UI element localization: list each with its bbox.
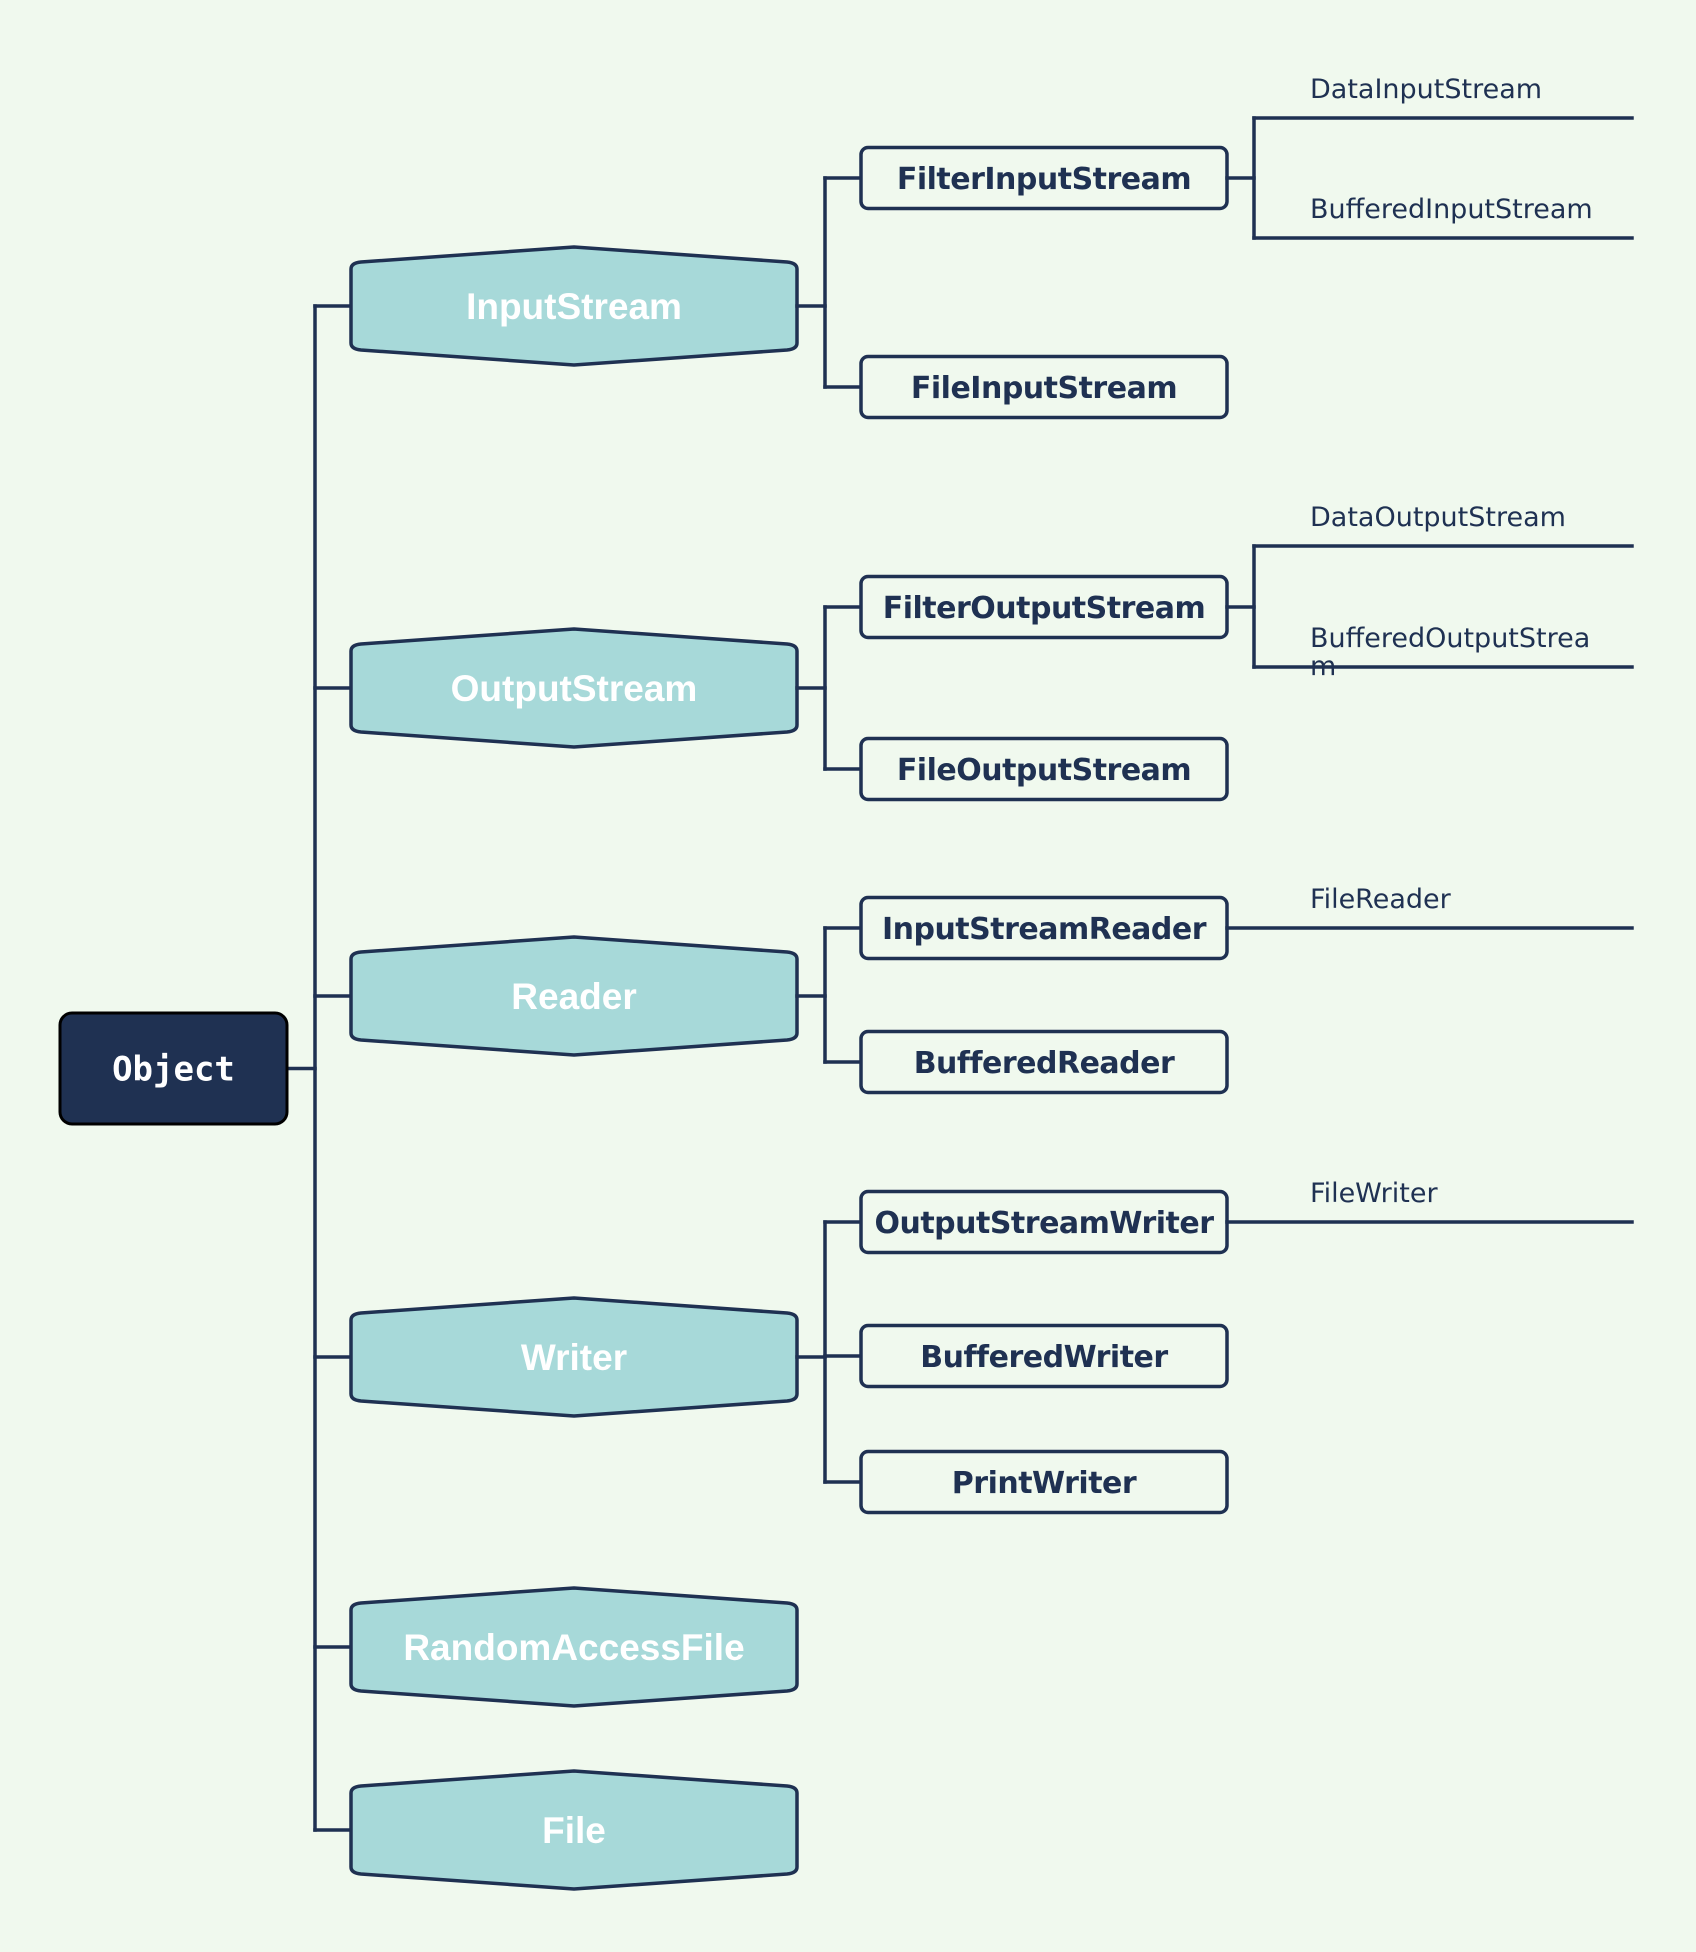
category-label-outputstream: OutputStream [451, 668, 698, 709]
class-node-label: BufferedReader [914, 1046, 1175, 1081]
leaf-label-line: FileWriter [1310, 1178, 1438, 1209]
leaf-label-line: DataOutputStream [1310, 502, 1566, 533]
class-node[interactable] [859, 1323, 1229, 1389]
class-node-label: FileOutputStream [897, 753, 1191, 788]
leaf-label: BufferedInputStream [1310, 194, 1593, 225]
class-node-label: FileInputStream [911, 371, 1177, 406]
class-node-label: InputStreamReader [882, 912, 1207, 947]
leaf-label: DataInputStream [1310, 74, 1542, 105]
category-node-outputstream[interactable] [349, 627, 799, 749]
class-node[interactable] [859, 354, 1229, 420]
category-label-writer: Writer [521, 1337, 627, 1378]
category-node-randomaccessfile[interactable] [349, 1586, 799, 1708]
leaf-label-line: FileReader [1310, 884, 1452, 915]
leaf-label-line: DataInputStream [1310, 74, 1542, 105]
leaf-label-line: m [1310, 651, 1336, 682]
class-node-label: PrintWriter [952, 1466, 1137, 1501]
class-node[interactable] [859, 736, 1229, 802]
leaf-label-line: BufferedOutputStrea [1310, 623, 1590, 654]
category-label-reader: Reader [511, 976, 636, 1017]
leaf-label: DataOutputStream [1310, 502, 1566, 533]
leaf-label-line: BufferedInputStream [1310, 194, 1593, 225]
category-label-randomaccessfile: RandomAccessFile [403, 1627, 744, 1668]
class-node-label: FilterOutputStream [883, 591, 1206, 626]
class-node[interactable] [859, 1029, 1229, 1095]
root-node-label: Object [112, 1050, 235, 1090]
category-node-writer[interactable] [349, 1296, 799, 1418]
category-node-reader[interactable] [349, 935, 799, 1057]
category-label-inputstream: InputStream [466, 286, 682, 327]
category-node-inputstream[interactable] [349, 245, 799, 367]
leaf-label: FileReader [1310, 884, 1452, 915]
class-node-label: BufferedWriter [920, 1340, 1168, 1375]
category-node-file[interactable] [349, 1769, 799, 1891]
leaf-label: FileWriter [1310, 1178, 1438, 1209]
root-node[interactable] [58, 1011, 289, 1126]
class-node[interactable] [859, 1449, 1229, 1515]
category-label-file: File [542, 1810, 606, 1851]
class-node-label: FilterInputStream [897, 162, 1191, 197]
class-node-label: OutputStreamWriter [874, 1206, 1214, 1241]
